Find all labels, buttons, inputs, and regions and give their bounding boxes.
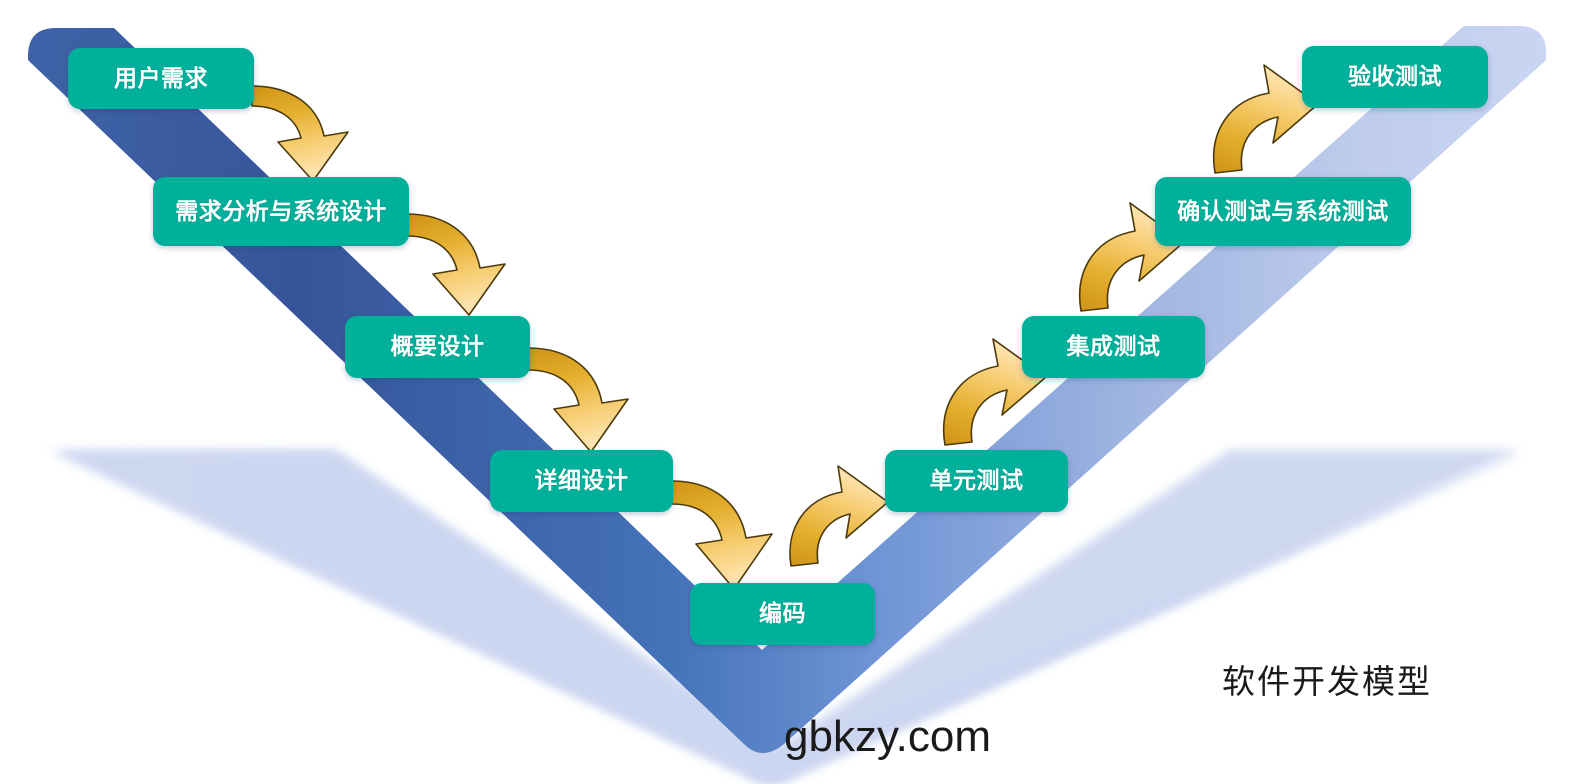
arrow-requirements-design-to-outline-design [406, 213, 506, 316]
node-label: 编码 [759, 600, 806, 627]
node-label: 概要设计 [390, 333, 485, 360]
node-label: 确认测试与系统测试 [1177, 197, 1389, 224]
node-label: 详细设计 [534, 467, 629, 494]
node-coding[interactable]: 编码 [690, 583, 875, 645]
node-outline-design[interactable]: 概要设计 [345, 316, 530, 378]
node-validation-and-system-testing[interactable]: 确认测试与系统测试 [1155, 177, 1411, 246]
node-label: 用户需求 [114, 64, 208, 91]
arrow-validation-testing-to-acceptance-testing [1213, 64, 1319, 174]
node-label: 验收测试 [1348, 63, 1442, 90]
node-requirements-and-system-design[interactable]: 需求分析与系统设计 [153, 177, 409, 246]
arrow-coding-to-unit-testing [789, 465, 889, 567]
node-label: 集成测试 [1066, 333, 1161, 360]
node-user-requirements[interactable]: 用户需求 [68, 48, 254, 109]
node-label: 单元测试 [929, 467, 1024, 494]
node-detailed-design[interactable]: 详细设计 [490, 450, 673, 512]
watermark-text: gbkzy.com [784, 712, 992, 761]
diagram-caption: 软件开发模型 [1222, 663, 1432, 700]
node-acceptance-testing[interactable]: 验收测试 [1302, 46, 1488, 108]
node-unit-testing[interactable]: 单元测试 [885, 450, 1068, 512]
node-label: 需求分析与系统设计 [175, 197, 387, 224]
v-shadow-shape [50, 450, 1518, 784]
arrow-unit-testing-to-integration-testing [943, 338, 1047, 446]
arrow-detailed-design-to-coding [671, 480, 773, 590]
arrow-outline-design-to-detailed-design [527, 347, 629, 453]
node-integration-testing[interactable]: 集成测试 [1022, 316, 1205, 378]
arrow-user-requirements-to-requirements-design [251, 85, 349, 182]
